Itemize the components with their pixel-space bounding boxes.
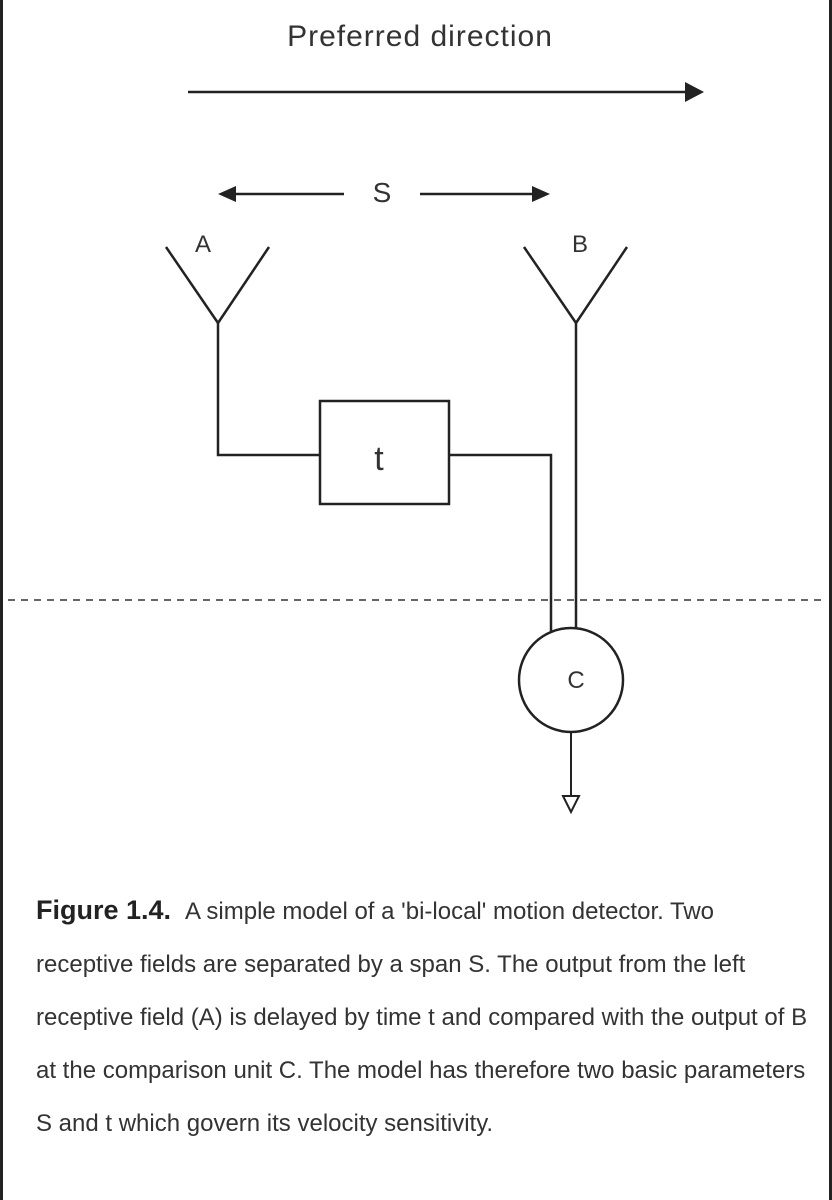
receptor-a-field bbox=[164, 246, 271, 326]
motion-detector-diagram: Preferred direction S A B t C bbox=[8, 20, 826, 815]
figure-caption: Figure 1.4.A simple model of a 'bi-local… bbox=[36, 884, 816, 1150]
span-right-arrowhead bbox=[532, 186, 550, 202]
receptor-b-field bbox=[522, 246, 629, 326]
span-left-arrowhead bbox=[218, 186, 236, 202]
output-arrowhead bbox=[561, 795, 581, 815]
delay-box bbox=[318, 399, 451, 506]
figure-label: Figure 1.4. bbox=[36, 895, 172, 925]
preferred-direction-label: Preferred direction bbox=[287, 20, 553, 53]
comparator-label: C bbox=[567, 667, 584, 694]
span-label: S bbox=[373, 177, 392, 208]
a-to-delay-wire bbox=[216, 323, 320, 457]
caption-text: A simple model of a 'bi-local' motion de… bbox=[36, 898, 808, 1137]
delay-label: t bbox=[374, 440, 384, 478]
receptor-a-label: A bbox=[195, 231, 211, 258]
delay-to-comparator-wire bbox=[449, 453, 553, 636]
preferred-direction-arrowhead bbox=[685, 82, 704, 102]
receptor-b-label: B bbox=[572, 231, 588, 258]
